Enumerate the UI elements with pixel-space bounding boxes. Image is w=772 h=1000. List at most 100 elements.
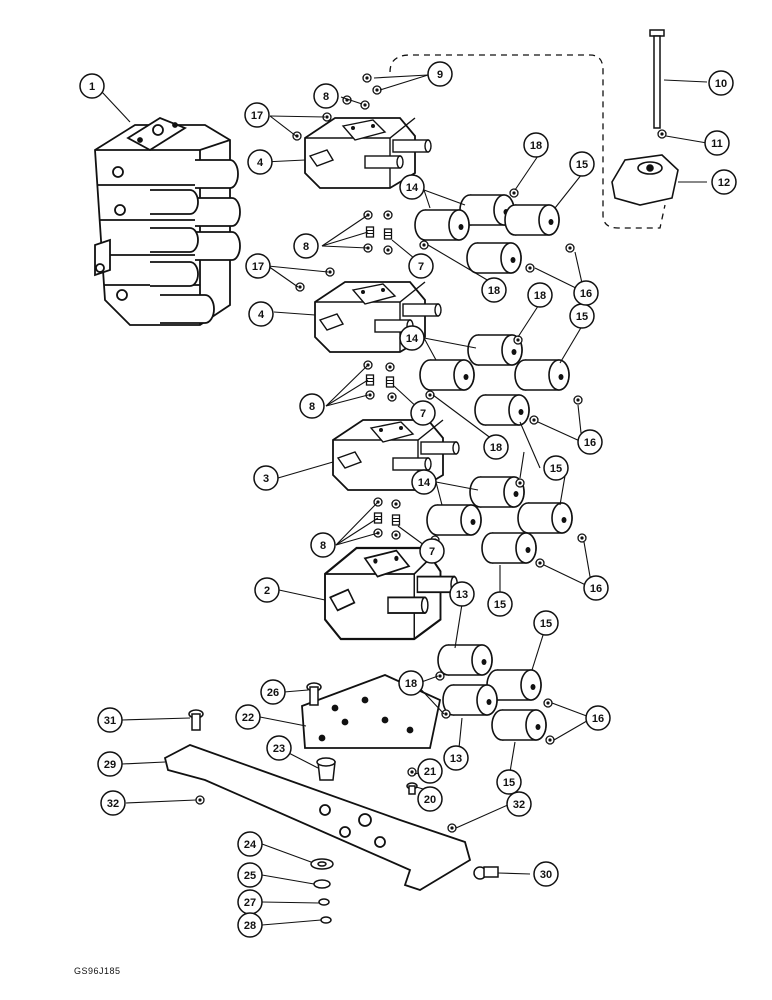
callout-circle	[237, 862, 263, 888]
callout-number: 25	[244, 870, 256, 882]
callout-number: 16	[580, 288, 592, 300]
support-frame	[163, 744, 472, 891]
callout-number: 15	[540, 618, 552, 630]
callout-circle	[417, 758, 443, 784]
callout-circle	[410, 400, 436, 426]
callout-24: 24	[237, 831, 263, 857]
callout-13: 13	[449, 581, 475, 607]
callout-29: 29	[97, 751, 123, 777]
figure-code: GS96J185	[74, 966, 121, 976]
callout-circle	[248, 301, 274, 327]
callout-number: 15	[494, 599, 506, 611]
callout-number: 32	[513, 799, 525, 811]
callout-number: 15	[503, 777, 515, 789]
callout-15: 15	[487, 591, 513, 617]
callout-circle	[711, 169, 737, 195]
callout-number: 23	[273, 743, 285, 755]
callout-circle	[408, 253, 434, 279]
callout-number: 30	[540, 869, 552, 881]
valve-section-lower	[332, 419, 460, 491]
callout-circle	[569, 151, 595, 177]
callout-8: 8	[299, 393, 325, 419]
callout-circle	[496, 769, 522, 795]
callout-13: 13	[443, 745, 469, 771]
callout-12: 12	[711, 169, 737, 195]
callout-circle	[506, 791, 532, 817]
callout-18: 18	[527, 282, 553, 308]
callout-2: 2	[254, 577, 280, 603]
callout-number: 8	[323, 91, 329, 103]
callout-circle	[79, 73, 105, 99]
callout-circle	[533, 861, 559, 887]
callout-18: 18	[398, 670, 424, 696]
callout-number: 7	[429, 546, 435, 558]
callout-circle	[533, 610, 559, 636]
callout-circle	[260, 679, 286, 705]
callout-31: 31	[97, 707, 123, 733]
callout-circle	[449, 581, 475, 607]
callout-15: 15	[496, 769, 522, 795]
callout-circle	[708, 70, 734, 96]
callout-number: 16	[590, 583, 602, 595]
callout-number: 14	[418, 477, 431, 489]
callout-number: 9	[437, 69, 443, 81]
callout-7: 7	[419, 538, 445, 564]
callout-number: 31	[104, 715, 116, 727]
callout-circle	[443, 745, 469, 771]
callout-circle	[245, 253, 271, 279]
callout-8: 8	[313, 83, 339, 109]
callout-circle	[237, 831, 263, 857]
callout-17: 17	[244, 102, 270, 128]
callout-circle	[585, 705, 611, 731]
callout-number: 7	[420, 408, 426, 420]
callout-circle	[293, 233, 319, 259]
callout-number: 4	[257, 157, 264, 169]
callout-layer: 1234477788889101112131314141415151515151…	[79, 61, 737, 938]
callout-circle	[299, 393, 325, 419]
long-bolt	[649, 29, 665, 129]
callout-number: 8	[320, 540, 326, 552]
callout-number: 10	[715, 78, 727, 90]
callout-circle	[483, 434, 509, 460]
callout-number: 13	[450, 753, 462, 765]
callout-number: 11	[711, 138, 723, 150]
dashed-leader	[389, 54, 666, 229]
frame-fasteners	[188, 682, 499, 924]
callout-number: 7	[418, 261, 424, 273]
callout-number: 18	[490, 442, 502, 454]
callout-15: 15	[533, 610, 559, 636]
callout-number: 3	[263, 473, 269, 485]
callout-circle	[577, 429, 603, 455]
callout-20: 20	[417, 786, 443, 812]
callout-number: 20	[424, 794, 436, 806]
callout-circle	[313, 83, 339, 109]
callout-number: 2	[264, 585, 270, 597]
callout-circle	[398, 670, 424, 696]
callout-15: 15	[543, 455, 569, 481]
callout-number: 22	[242, 712, 254, 724]
callout-14: 14	[399, 174, 425, 200]
callout-number: 14	[406, 333, 419, 345]
callout-32: 32	[100, 790, 126, 816]
callout-number: 29	[104, 759, 116, 771]
callout-14: 14	[399, 325, 425, 351]
callout-10: 10	[708, 70, 734, 96]
callout-8: 8	[293, 233, 319, 259]
callout-number: 18	[530, 140, 542, 152]
callout-14: 14	[411, 469, 437, 495]
callout-circle	[583, 575, 609, 601]
callout-15: 15	[569, 303, 595, 329]
callout-number: 18	[488, 285, 500, 297]
callout-26: 26	[260, 679, 286, 705]
callout-4: 4	[248, 301, 274, 327]
callout-number: 21	[424, 766, 436, 778]
callout-18: 18	[483, 434, 509, 460]
callout-circle	[254, 577, 280, 603]
callout-circle	[266, 735, 292, 761]
callout-circle	[399, 174, 425, 200]
callout-circle	[247, 149, 273, 175]
callout-32: 32	[506, 791, 532, 817]
mounting-bracket	[611, 154, 679, 206]
valve-assembly	[94, 116, 241, 326]
callout-number: 18	[405, 678, 417, 690]
